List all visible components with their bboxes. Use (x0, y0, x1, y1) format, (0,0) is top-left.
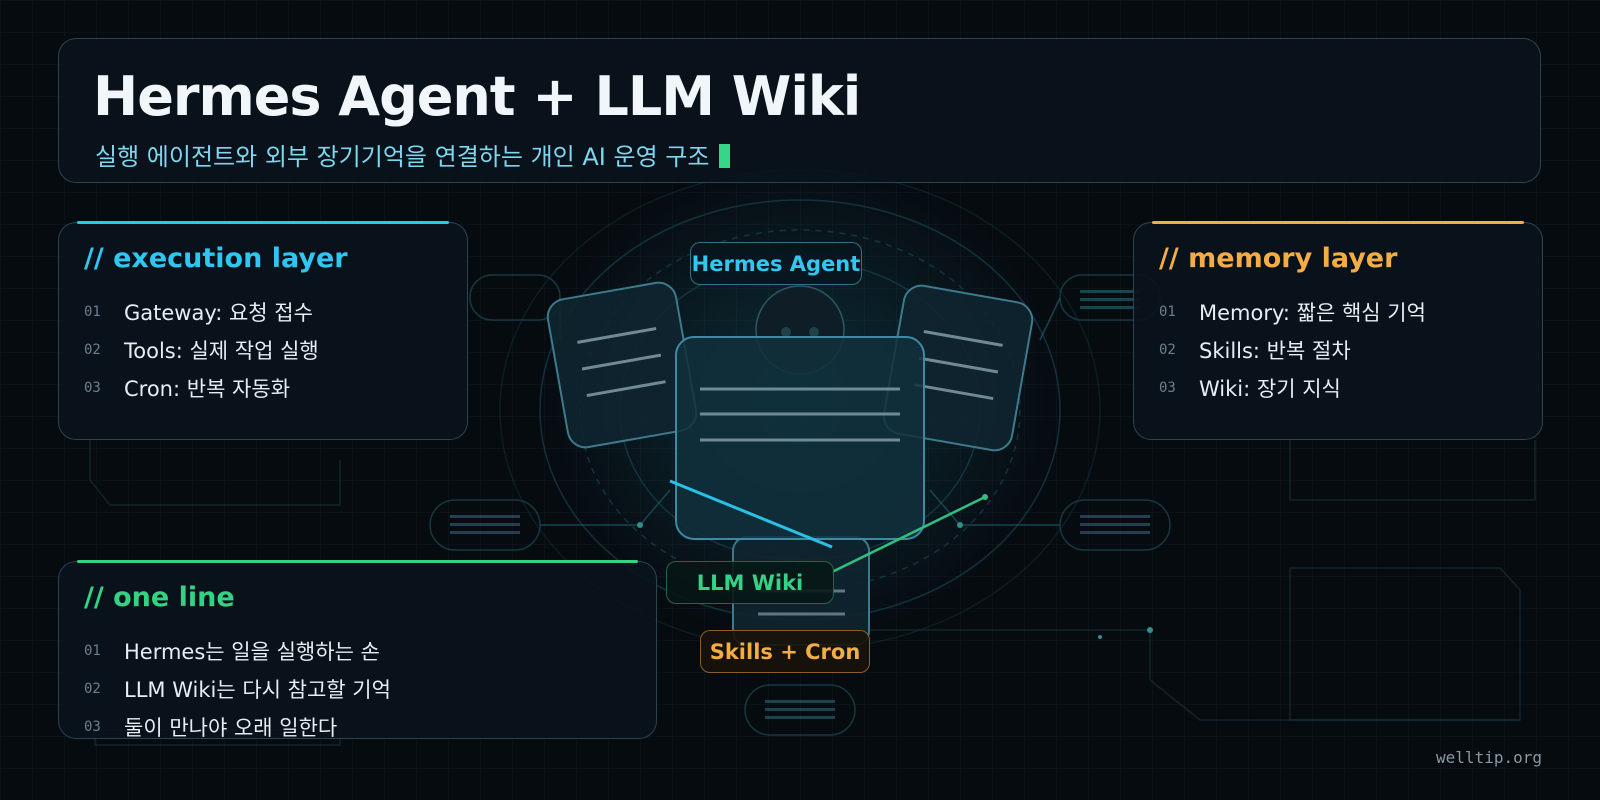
execution-layer-card: // execution layer 01 Gateway: 요청 접수 02 To… (58, 221, 468, 440)
list-item: 02 LLM Wiki는 다시 참고할 기억 (84, 670, 391, 708)
item-number: 02 (84, 681, 101, 697)
execution-layer-list: 01 Gateway: 요청 접수 02 Tools: 실제 작업 실행 03 Cro… (84, 293, 319, 407)
item-text: LLM Wiki는 다시 참고할 기억 (124, 678, 391, 702)
page-subtitle: 실행 에이전트와 외부 장기기억을 연결하는 개인 AI 운영 구조 (95, 137, 731, 172)
item-text: 둘이 만나야 오래 일한다 (124, 716, 338, 740)
item-text: Memory: 짧은 핵심 기억 (1199, 301, 1426, 325)
page-title: Hermes Agent + LLM Wiki (93, 65, 861, 128)
list-item: 01 Hermes는 일을 실행하는 손 (84, 632, 391, 670)
subtitle-text: 실행 에이전트와 외부 장기기억을 연결하는 개인 AI 운영 구조 (95, 143, 710, 171)
one-line-list: 01 Hermes는 일을 실행하는 손 02 LLM Wiki는 다시 참고할 기… (84, 632, 391, 746)
item-text: Hermes는 일을 실행하는 손 (124, 640, 380, 664)
item-number: 02 (1159, 342, 1176, 358)
one-line-card: // one line 01 Hermes는 일을 실행하는 손 02 LLM Wi… (58, 560, 657, 740)
item-text: Cron: 반복 자동화 (124, 377, 291, 401)
item-number: 03 (84, 719, 101, 735)
item-text: Skills: 반복 절차 (1199, 339, 1351, 363)
item-number: 03 (84, 380, 101, 396)
item-number: 01 (84, 643, 101, 659)
execution-layer-title: // execution layer (84, 243, 348, 274)
list-item: 03 Wiki: 장기 지식 (1159, 369, 1426, 407)
item-number: 03 (1159, 380, 1176, 396)
list-item: 01 Memory: 짧은 핵심 기억 (1159, 293, 1426, 331)
memory-accent-bar (1152, 221, 1524, 224)
item-text: Wiki: 장기 지식 (1199, 377, 1341, 401)
item-number: 01 (1159, 304, 1176, 320)
list-item: 01 Gateway: 요청 접수 (84, 293, 319, 331)
one-line-title: // one line (84, 582, 235, 613)
cursor-block-icon (719, 144, 731, 168)
list-item: 03 둘이 만나야 오래 일한다 (84, 708, 391, 746)
item-text: Gateway: 요청 접수 (124, 301, 313, 325)
list-item: 02 Tools: 실제 작업 실행 (84, 331, 319, 369)
memory-layer-card: // memory layer 01 Memory: 짧은 핵심 기억 02 Ski… (1133, 221, 1543, 440)
header-panel: Hermes Agent + LLM Wiki 실행 에이전트와 외부 장기기억… (58, 38, 1541, 183)
execution-accent-bar (77, 221, 449, 224)
footer-site: welltip.org (1436, 748, 1542, 767)
memory-layer-list: 01 Memory: 짧은 핵심 기억 02 Skills: 반복 절차 03 Wik… (1159, 293, 1426, 407)
one-line-accent-bar (77, 560, 638, 563)
hermes-agent-label: Hermes Agent (690, 242, 862, 285)
item-number: 01 (84, 304, 101, 320)
list-item: 03 Cron: 반복 자동화 (84, 369, 319, 407)
list-item: 02 Skills: 반복 절차 (1159, 331, 1426, 369)
item-number: 02 (84, 342, 101, 358)
llm-wiki-label: LLM Wiki (666, 561, 834, 604)
memory-layer-title: // memory layer (1159, 243, 1398, 274)
item-text: Tools: 실제 작업 실행 (124, 339, 319, 363)
skills-cron-label: Skills + Cron (700, 630, 870, 673)
